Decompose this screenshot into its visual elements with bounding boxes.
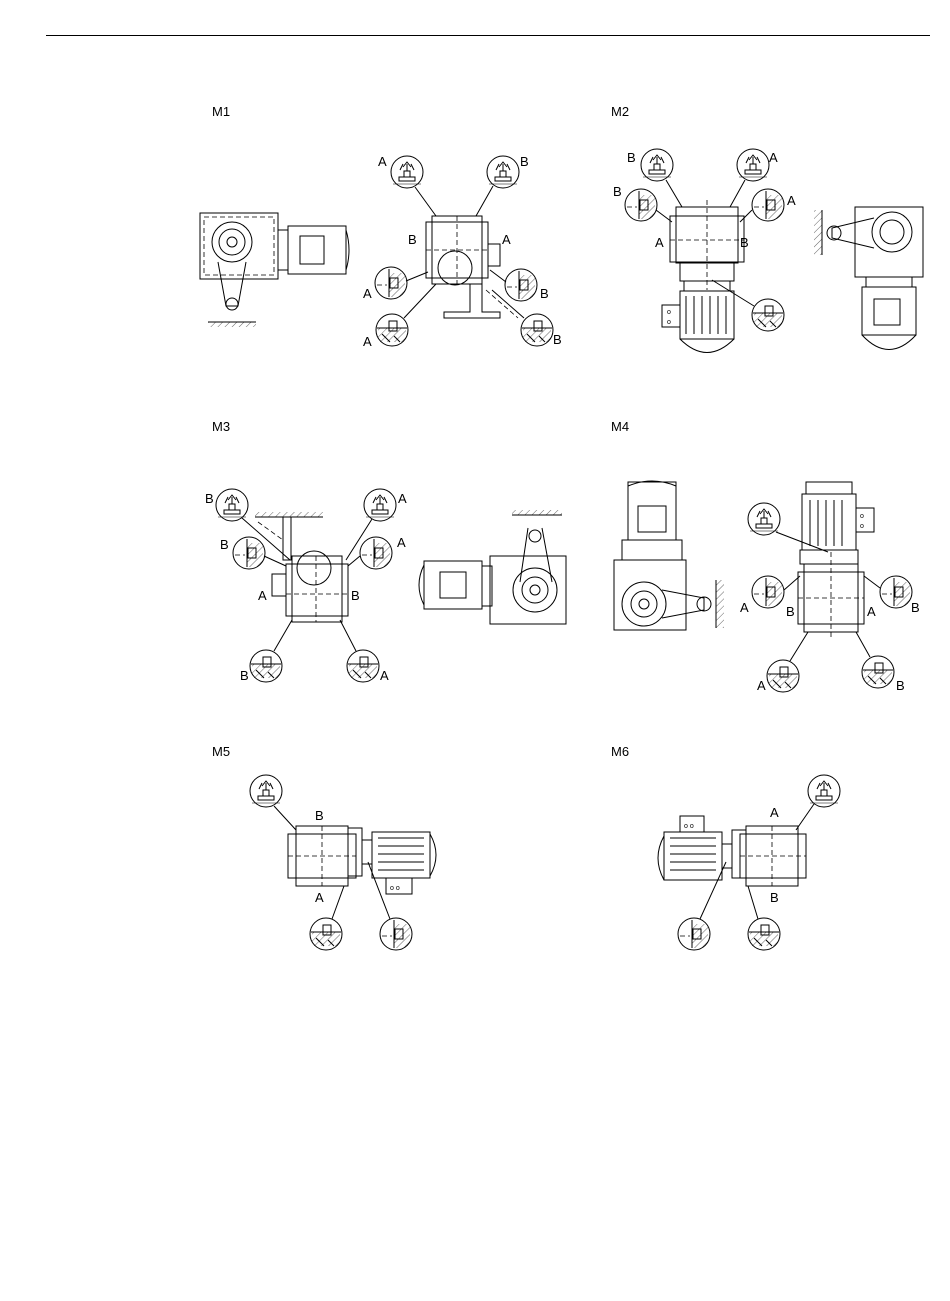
m3-label-b2: B xyxy=(220,537,229,552)
m1-level-b-icon xyxy=(505,269,537,301)
m6-drain-icon xyxy=(748,918,780,950)
m2-label-a3: A xyxy=(655,235,664,250)
svg-text:o: o xyxy=(667,309,671,316)
m1-drain-b-icon xyxy=(521,314,553,346)
m4-drain-b-icon xyxy=(862,656,894,688)
m4-side-view xyxy=(614,481,724,630)
m5-drain-icon xyxy=(310,918,342,950)
m6-vent-icon xyxy=(808,775,840,807)
m4-front-view: oo xyxy=(798,482,874,640)
m1-label-b1: B xyxy=(520,154,529,169)
m2-level-b-icon xyxy=(625,189,657,221)
m1-callouts: A B B A A B A B xyxy=(363,154,562,349)
m4-label-a1: A xyxy=(740,600,749,615)
m3-vent-a-icon xyxy=(364,489,396,521)
m4-label-b3: B xyxy=(896,678,905,693)
m2-label-b2: B xyxy=(613,184,622,199)
m3-label-b3: B xyxy=(351,588,360,603)
m1-vent-b-icon xyxy=(487,156,519,188)
m2-vent-b-icon xyxy=(641,149,673,181)
m5-label-a: A xyxy=(315,890,324,905)
m3-vent-b-icon xyxy=(216,489,248,521)
m3-level-a-icon xyxy=(360,537,392,569)
m5-view: o o xyxy=(288,826,436,894)
m4-drain-a-icon xyxy=(767,660,799,692)
m4-label-a3: A xyxy=(757,678,766,693)
m2-side-view xyxy=(814,207,923,350)
m6-label-b: B xyxy=(770,890,779,905)
m2-label-b1: B xyxy=(627,150,636,165)
m1-drain-a-icon xyxy=(376,314,408,346)
svg-text:o o: o o xyxy=(390,885,400,892)
m6-level-icon xyxy=(678,918,710,950)
m1-side-view xyxy=(200,213,349,327)
m6-label-a: A xyxy=(770,805,779,820)
m2-label-a2: A xyxy=(787,193,796,208)
m4-label-b2: B xyxy=(911,600,920,615)
m3-front-view xyxy=(255,512,348,622)
svg-text:o o: o o xyxy=(684,823,694,830)
m1-level-a-icon xyxy=(375,267,407,299)
m1-label-b2: B xyxy=(408,232,417,247)
svg-text:o: o xyxy=(667,319,671,326)
m1-vent-a-icon xyxy=(391,156,423,188)
m3-label-a1: A xyxy=(398,491,407,506)
m3-level-b-icon xyxy=(233,537,265,569)
m3-label-a4: A xyxy=(380,668,389,683)
m2-front-view: oo xyxy=(662,200,744,353)
m4-level-b-icon xyxy=(880,576,912,608)
m3-drain-b-icon xyxy=(250,650,282,682)
m3-label-a3: A xyxy=(258,588,267,603)
m2-label-a1: A xyxy=(769,150,778,165)
m2-level-a-icon xyxy=(752,189,784,221)
m5-label-b: B xyxy=(315,808,324,823)
m1-label-b3: B xyxy=(540,286,549,301)
m3-label-b4: B xyxy=(240,668,249,683)
m1-label-b4: B xyxy=(553,332,562,347)
m2-vent-a-icon xyxy=(737,149,769,181)
m1-label-a1: A xyxy=(378,154,387,169)
svg-text:o: o xyxy=(860,513,864,520)
m4-vent-icon xyxy=(748,503,780,535)
svg-text:o: o xyxy=(860,523,864,530)
m2-label-b3: B xyxy=(740,235,749,250)
m1-label-a4: A xyxy=(363,334,372,349)
m4-callouts: A B A B A B xyxy=(740,503,920,693)
m4-label-a2: A xyxy=(867,604,876,619)
m6-view: o o xyxy=(658,816,806,886)
m5-vent-icon xyxy=(250,775,282,807)
m1-label-a2: A xyxy=(502,232,511,247)
m4-level-a-icon xyxy=(752,576,784,608)
m1-label-a3: A xyxy=(363,286,372,301)
m3-label-b1: B xyxy=(205,491,214,506)
m4-label-b1: B xyxy=(786,604,795,619)
m3-side-view xyxy=(419,510,566,624)
m5-level-icon xyxy=(380,918,412,950)
m3-drain-a-icon xyxy=(347,650,379,682)
m3-label-a2: A xyxy=(397,535,406,550)
m2-drain-icon xyxy=(752,299,784,331)
m3-callouts: B A B A A B B A xyxy=(205,489,407,683)
